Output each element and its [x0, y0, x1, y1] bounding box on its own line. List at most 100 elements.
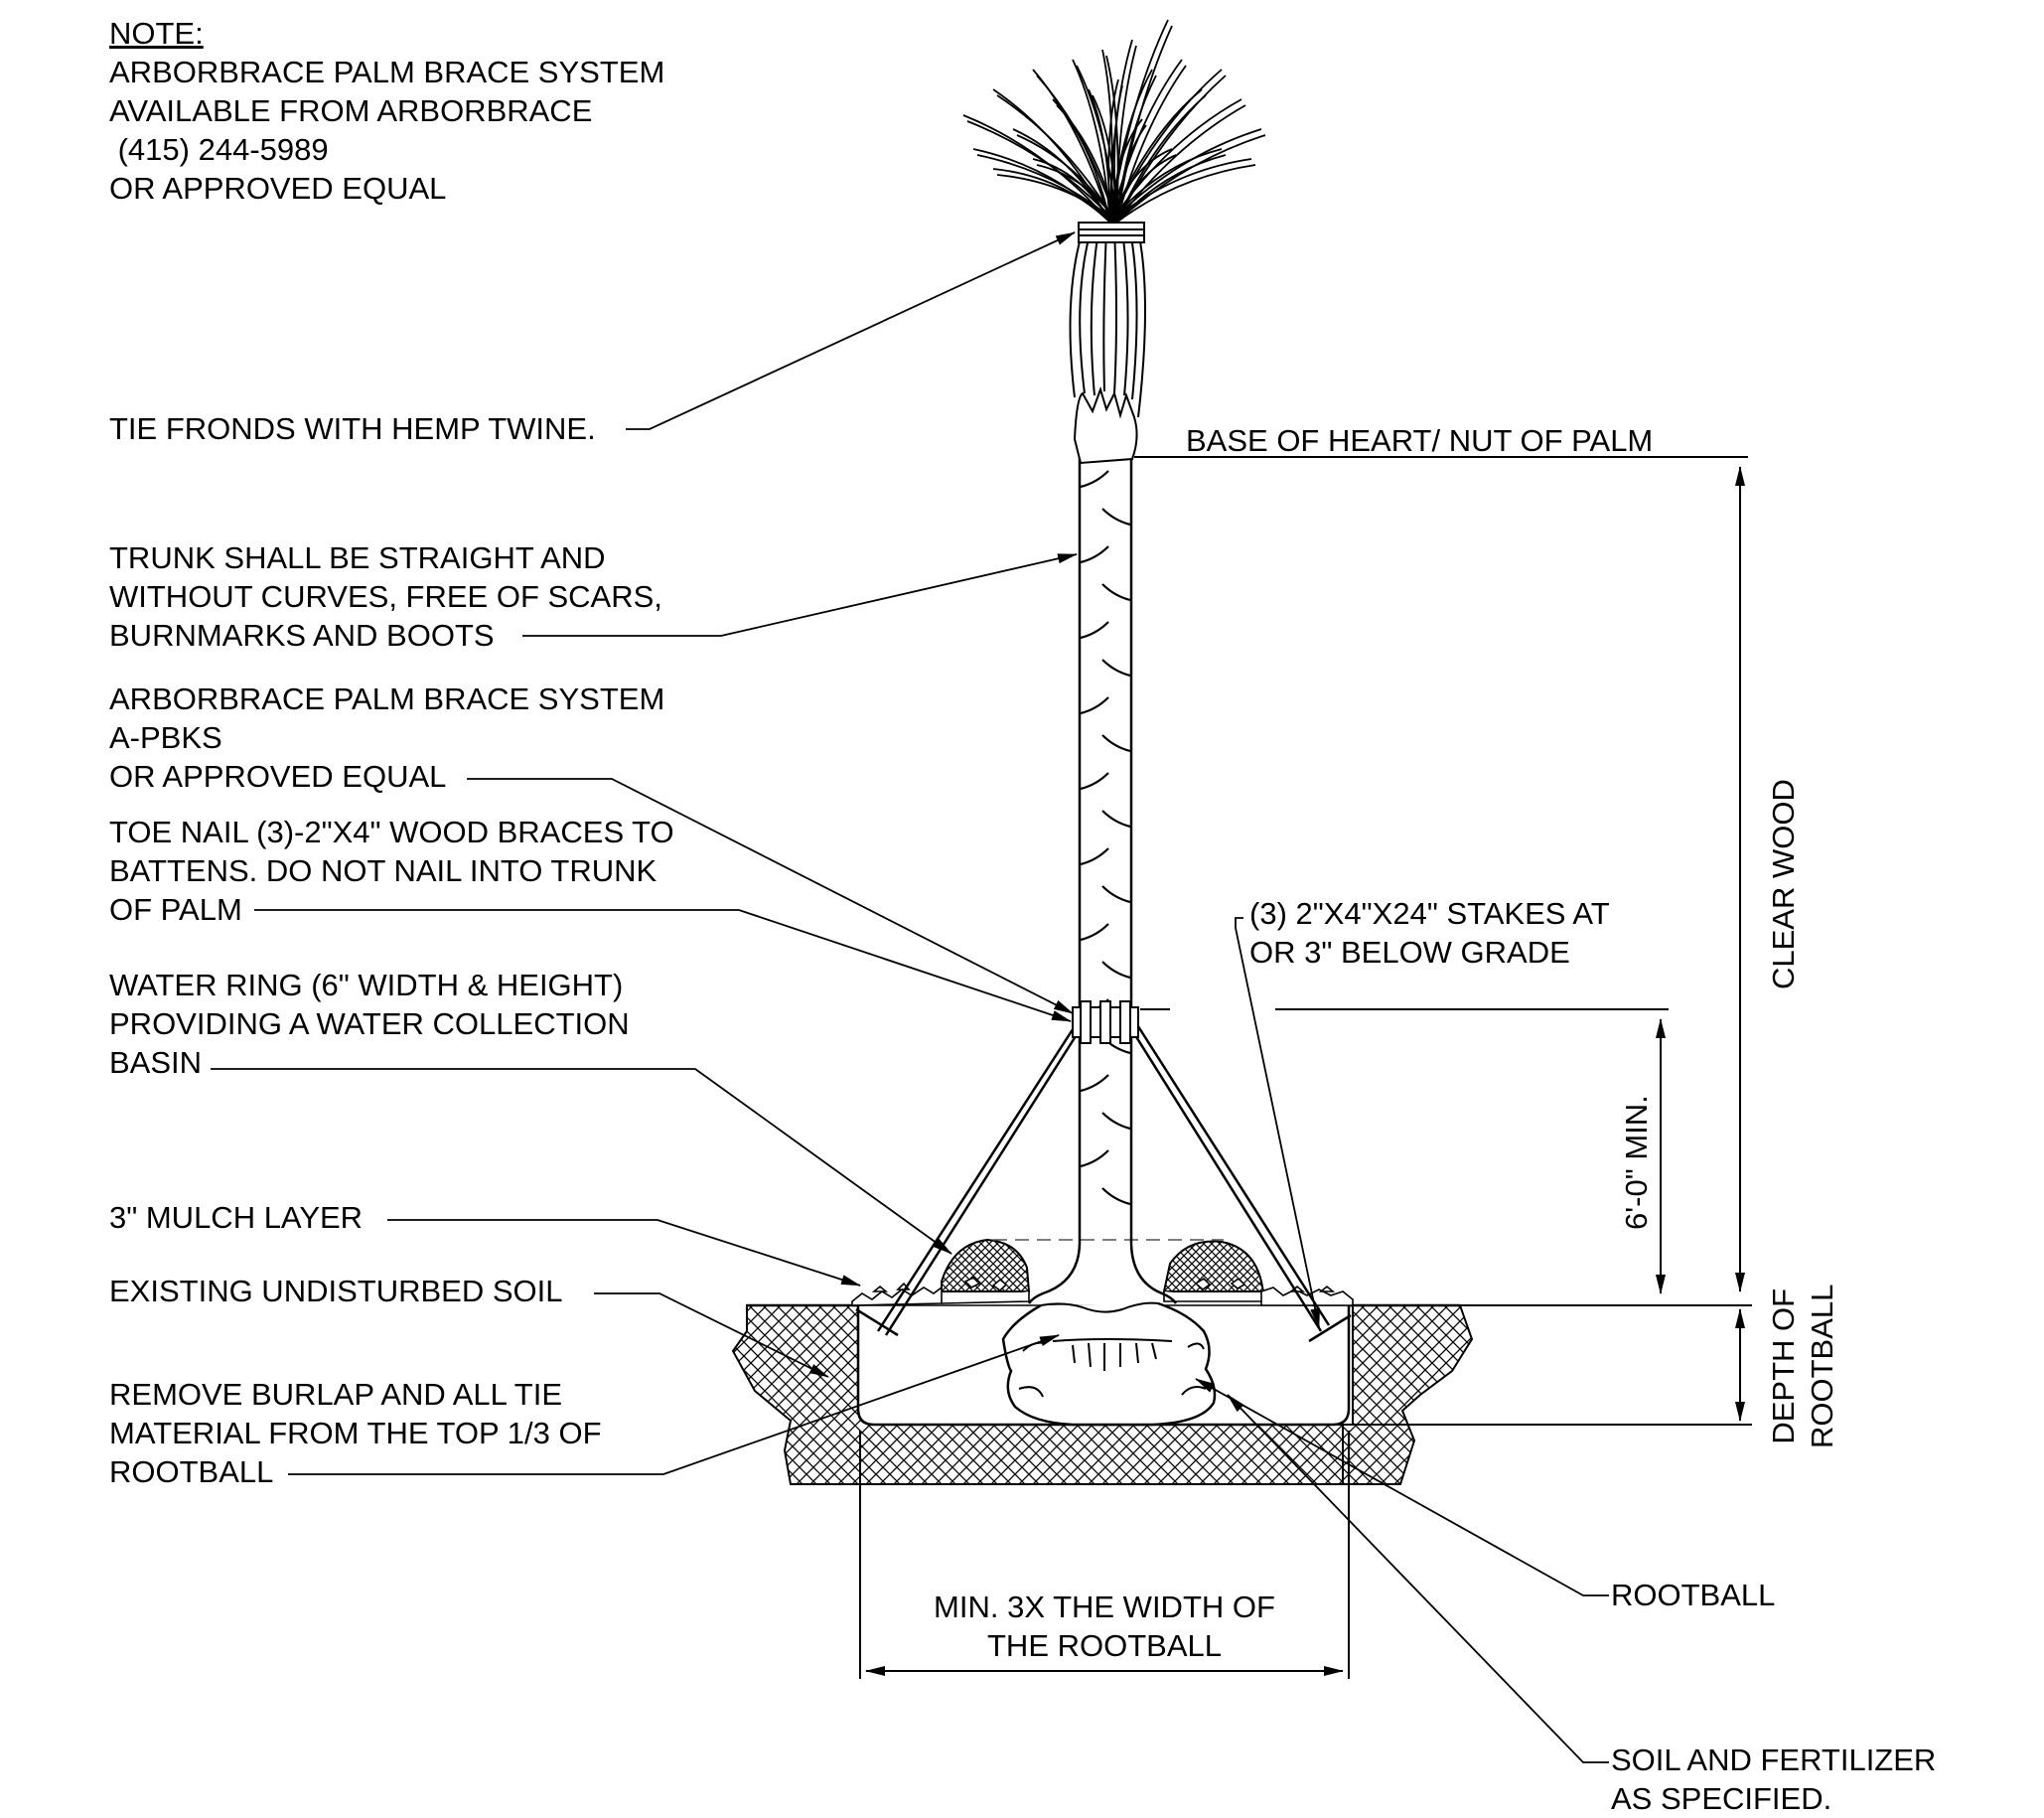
- callout-text: TRUNK SHALL BE STRAIGHT AND: [109, 540, 606, 575]
- frond-leaflet: [962, 114, 1111, 224]
- dimension-pit-width-label: MIN. 3X THE WIDTH OF THE ROOTBALL: [906, 1588, 1303, 1665]
- callout-text: BATTENS. DO NOT NAIL INTO TRUNK: [109, 853, 657, 888]
- callout-text: WATER RING (6" WIDTH & HEIGHT): [109, 968, 624, 1002]
- frond-leaflet: [1109, 69, 1223, 224]
- trunk-leaf-scar: [1101, 1187, 1131, 1206]
- frond-leaflet: [1109, 19, 1169, 224]
- trunk-leaf-scar: [1101, 508, 1131, 527]
- frond-leaflet: [1115, 154, 1177, 224]
- trunk-leaf-scar: [1080, 1074, 1109, 1093]
- root-flare: [1018, 1301, 1207, 1398]
- mulch-layer: [851, 1277, 1354, 1306]
- frond-leaflet: [976, 154, 1117, 224]
- callout-text: (3) 2"X4"X24" STAKES AT: [1249, 896, 1610, 931]
- callout-text: ROOTBALL: [1611, 1578, 1776, 1612]
- frond-leaflet: [992, 168, 1111, 224]
- dimension-six-ft-min-label: 6'-0" MIN.: [1617, 1095, 1656, 1230]
- trunk-leaf-scar: [1101, 1112, 1131, 1131]
- callout-text: MATERIAL FROM THE TOP 1/3 OF: [109, 1416, 602, 1450]
- callout-text: ROOTBALL: [109, 1454, 274, 1489]
- note-heading: NOTE:: [109, 16, 204, 51]
- note-line: OR APPROVED EQUAL: [109, 171, 447, 206]
- callout-existing-soil: EXISTING UNDISTURBED SOIL: [109, 1272, 562, 1310]
- trunk-leaf-scar: [1080, 470, 1109, 489]
- callout-text: REMOVE BURLAP AND ALL TIE: [109, 1377, 562, 1412]
- palm-frond-crown: [962, 19, 1266, 224]
- callout-text: PROVIDING A WATER COLLECTION: [109, 1006, 630, 1041]
- frond-leaflet: [1109, 148, 1173, 224]
- trunk-leaf-scar: [1080, 621, 1109, 640]
- trunk-leaf-scar: [1101, 659, 1131, 678]
- callout-text: AS SPECIFIED.: [1611, 1781, 1832, 1816]
- callout-text: OR 3" BELOW GRADE: [1249, 935, 1570, 970]
- trunk-leaf-scar: [1101, 810, 1131, 829]
- callout-mulch: 3" MULCH LAYER: [109, 1198, 363, 1237]
- dimension-depth-of-rootball-label: DEPTH OF ROOTBALL: [1764, 1285, 1841, 1448]
- trunk-leaf-scar: [1101, 885, 1131, 904]
- callout-text: SOIL AND FERTILIZER: [1611, 1742, 1937, 1777]
- note-line: AVAILABLE FROM ARBORBRACE: [109, 93, 593, 128]
- palm-trunk: [1027, 457, 1178, 1304]
- frond-leaflet: [1107, 78, 1119, 224]
- callout-rootball: ROOTBALL: [1611, 1576, 1775, 1614]
- callout-text: A-PBKS: [109, 720, 222, 755]
- general-note: NOTE: ARBORBRACE PALM BRACE SYSTEM AVAIL…: [109, 14, 664, 208]
- note-line: ARBORBRACE PALM BRACE SYSTEM: [109, 55, 665, 89]
- trunk-leaf-scar: [1101, 961, 1131, 980]
- trunk-leaf-scars: [1080, 470, 1131, 1206]
- callout-text: OR APPROVED EQUAL: [109, 759, 447, 794]
- callout-water-ring: WATER RING (6" WIDTH & HEIGHT) PROVIDING…: [109, 966, 630, 1082]
- callout-tie-fronds: TIE FRONDS WITH HEMP TWINE.: [109, 409, 596, 448]
- callout-text: BASIN: [109, 1045, 203, 1080]
- trunk-leaf-scar: [1080, 847, 1109, 866]
- brace-battens: [1072, 1000, 1139, 1044]
- dimension-text: CLEAR WOOD: [1766, 779, 1801, 989]
- callout-soil-fertilizer: SOIL AND FERTILIZER AS SPECIFIED.: [1611, 1741, 1936, 1818]
- callout-text: OF PALM: [109, 892, 242, 927]
- frond-leaflet: [1109, 98, 1242, 224]
- callout-stakes: (3) 2"X4"X24" STAKES AT OR 3" BELOW GRAD…: [1249, 894, 1610, 972]
- callout-leaders: [211, 231, 1609, 1763]
- note-line: (415) 244-5989: [109, 132, 329, 167]
- tied-fronds-bundle: [1069, 222, 1146, 418]
- callout-base-of-heart: BASE OF HEART/ NUT OF PALM: [1186, 421, 1653, 460]
- trunk-leaf-scar: [1080, 1149, 1109, 1168]
- dimension-text: THE ROOTBALL: [987, 1628, 1222, 1663]
- callout-text: WITHOUT CURVES, FREE OF SCARS,: [109, 579, 662, 614]
- trunk-leaf-scar: [1080, 696, 1109, 715]
- callout-text: EXISTING UNDISTURBED SOIL: [109, 1274, 563, 1308]
- frond-leaflet: [1109, 158, 1252, 224]
- callout-trunk: TRUNK SHALL BE STRAIGHT AND WITHOUT CURV…: [109, 538, 662, 655]
- trunk-leaf-scar: [1101, 583, 1131, 602]
- trunk-leaf-scar: [1080, 923, 1109, 942]
- dimension-text: DEPTH OF: [1766, 1288, 1801, 1444]
- callout-brace-system: ARBORBRACE PALM BRACE SYSTEM A-PBKS OR A…: [109, 680, 664, 796]
- trunk-leaf-scar: [1101, 734, 1131, 753]
- callout-text: 3" MULCH LAYER: [109, 1200, 364, 1235]
- dimension-text: MIN. 3X THE WIDTH OF: [934, 1590, 1275, 1624]
- frond-leaflet: [1072, 59, 1111, 224]
- dimension-text: ROOTBALL: [1805, 1284, 1839, 1448]
- frond-leaflet: [1115, 25, 1173, 224]
- frond-leaflet: [1115, 164, 1256, 224]
- base-of-heart: [1073, 385, 1138, 465]
- callout-burlap: REMOVE BURLAP AND ALL TIE MATERIAL FROM …: [109, 1375, 602, 1491]
- callout-text: TIE FRONDS WITH HEMP TWINE.: [109, 411, 596, 446]
- callout-text: BURNMARKS AND BOOTS: [109, 618, 495, 653]
- frond-leaflet: [1036, 164, 1117, 224]
- dimension-clear-wood-label: CLEAR WOOD: [1764, 779, 1803, 989]
- water-ring-right: [1162, 1240, 1265, 1292]
- frond-leaflet: [1115, 65, 1187, 224]
- frond-leaflet: [1109, 39, 1133, 224]
- frond-leaflet: [1115, 124, 1147, 224]
- callout-text: ARBORBRACE PALM BRACE SYSTEM: [109, 682, 665, 716]
- trunk-leaf-scar: [1080, 545, 1109, 564]
- frond-leaflet: [1109, 128, 1262, 224]
- frond-leaflet: [1115, 154, 1227, 224]
- stakes: [855, 1307, 1352, 1343]
- trunk-leaf-scar: [1080, 772, 1109, 791]
- callout-text: TOE NAIL (3)-2"X4" WOOD BRACES TO: [109, 815, 674, 849]
- water-ring-left: [941, 1238, 1031, 1292]
- callout-toe-nail: TOE NAIL (3)-2"X4" WOOD BRACES TO BATTEN…: [109, 813, 674, 929]
